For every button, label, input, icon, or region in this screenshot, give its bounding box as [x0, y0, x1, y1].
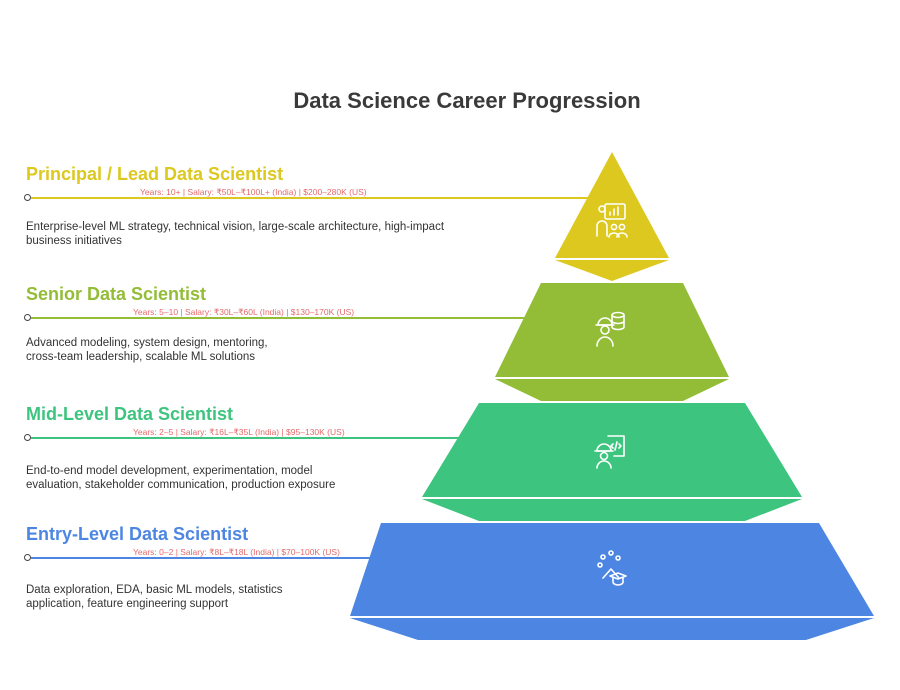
tier-base: [555, 260, 669, 281]
connector-line-mid: [31, 437, 459, 439]
connector-line-principal: [31, 197, 593, 199]
engineer-code-icon: [594, 435, 625, 469]
tier-face: [555, 152, 669, 258]
connector-dot: [24, 434, 31, 441]
connector-line-senior: [31, 317, 524, 319]
presenter-chart-icon: [596, 203, 628, 238]
connector-dot: [24, 314, 31, 321]
connector-dot: [24, 194, 31, 201]
pyramid-tier-entry: [350, 523, 874, 640]
tier-face: [495, 283, 729, 377]
pyramid-tier-principal: [555, 152, 669, 281]
level-meta-entry: Years: 0–2 | Salary: ₹8L–₹18L (India) | …: [133, 547, 340, 557]
level-meta-senior: Years: 5–10 | Salary: ₹30L–₹60L (India) …: [133, 307, 355, 317]
diagram-title: Data Science Career Progression: [293, 88, 641, 113]
tier-base: [422, 499, 802, 521]
level-description-mid: End-to-end model development, experiment…: [26, 465, 336, 491]
connector-line-entry: [31, 557, 386, 559]
level-description-entry: Data exploration, EDA, basic ML models, …: [26, 584, 283, 610]
tier-base: [350, 618, 874, 640]
level-title-mid: Mid-Level Data Scientist: [26, 404, 234, 424]
level-meta-principal: Years: 10+ | Salary: ₹50L–₹100L+ (India)…: [140, 187, 367, 197]
connector-dot: [24, 554, 31, 561]
level-title-senior: Senior Data Scientist: [26, 284, 207, 304]
tier-face: [422, 403, 802, 497]
level-description-principal: Enterprise-level ML strategy, technical …: [26, 221, 445, 247]
pyramid-tier-mid: [422, 403, 802, 521]
graduate-ideas-icon: [597, 550, 627, 586]
engineer-database-icon: [595, 311, 625, 347]
level-title-entry: Entry-Level Data Scientist: [26, 524, 249, 544]
level-title-principal: Principal / Lead Data Scientist: [26, 164, 284, 184]
level-description-senior: Advanced modeling, system design, mentor…: [26, 337, 268, 363]
pyramid-tier-senior: [495, 283, 729, 401]
tier-base: [495, 379, 729, 401]
level-meta-mid: Years: 2–5 | Salary: ₹16L–₹35L (India) |…: [133, 427, 345, 437]
